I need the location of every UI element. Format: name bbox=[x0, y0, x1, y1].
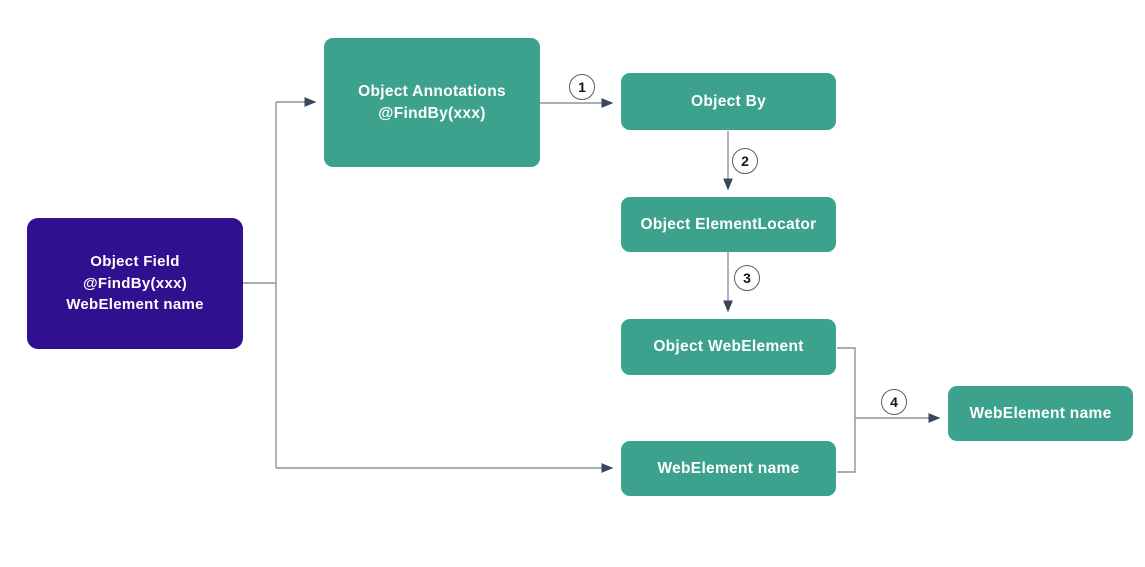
node-object-by-label: Object By bbox=[690, 92, 767, 110]
node-object-annotations: Object Annotations @FindBy(xxx) bbox=[324, 38, 540, 167]
step-circle-4: 4 bbox=[881, 389, 907, 415]
node-object-field-line2: @FindBy(xxx) bbox=[82, 274, 188, 292]
node-object-webelement-label: Object WebElement bbox=[653, 338, 804, 355]
step-circle-3-label: 3 bbox=[743, 270, 751, 286]
node-object-elementlocator: Object ElementLocator bbox=[621, 197, 836, 252]
node-webelement-name-right: WebElement name bbox=[948, 386, 1133, 441]
connector-merge-bracket bbox=[837, 347, 856, 473]
step-circle-2-label: 2 bbox=[741, 153, 749, 169]
node-webelement-name-right-label: WebElement name bbox=[969, 404, 1112, 422]
node-object-field-line1: Object Field bbox=[90, 253, 180, 271]
step-circle-1: 1 bbox=[569, 74, 595, 100]
node-object-webelement: Object WebElement bbox=[621, 319, 836, 375]
step-circle-3: 3 bbox=[734, 265, 760, 291]
node-object-elementlocator-label: Object ElementLocator bbox=[640, 215, 817, 233]
node-object-field-line3: WebElement name bbox=[66, 296, 204, 314]
node-object-field: Object Field @FindBy(xxx) WebElement nam… bbox=[27, 218, 243, 349]
node-object-annotations-line1: Object Annotations bbox=[358, 82, 506, 100]
node-webelement-name-bottom-label: WebElement name bbox=[657, 459, 800, 477]
node-object-by: Object By bbox=[621, 73, 836, 130]
node-webelement-name-bottom: WebElement name bbox=[621, 441, 836, 496]
step-circle-2: 2 bbox=[732, 148, 758, 174]
step-circle-1-label: 1 bbox=[578, 79, 586, 95]
node-object-annotations-line2: @FindBy(xxx) bbox=[378, 104, 486, 122]
step-circle-4-label: 4 bbox=[890, 394, 898, 410]
